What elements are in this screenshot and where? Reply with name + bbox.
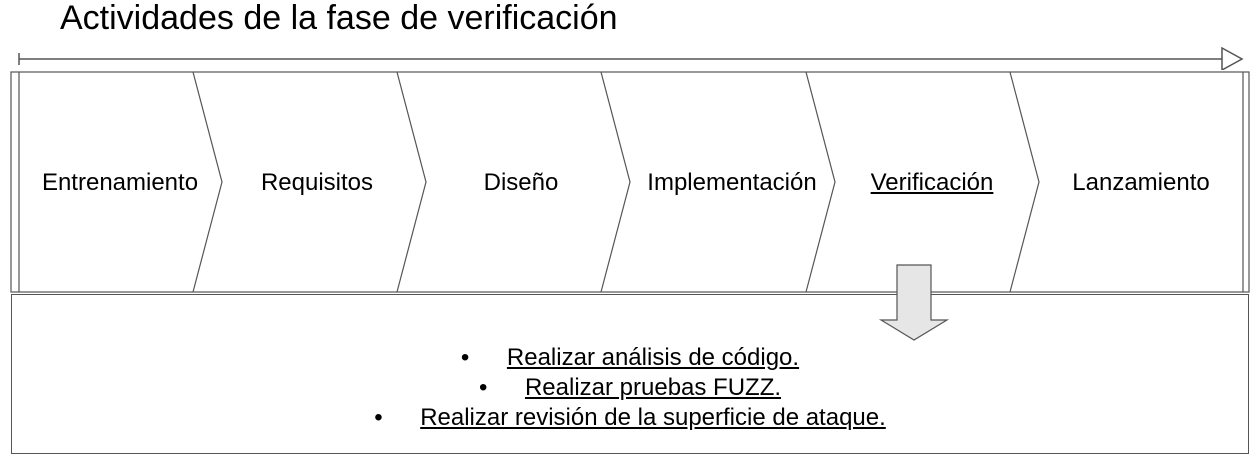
down-arrow-icon	[878, 264, 950, 341]
phase-verificacion: Verificación	[870, 169, 994, 196]
timeline-arrow	[18, 46, 1244, 70]
activity-text: Realizar pruebas FUZZ.	[524, 374, 782, 401]
activity-text: Realizar análisis de código.	[506, 344, 800, 371]
activities-list: • Realizar análisis de código. • Realizar …	[12, 343, 1248, 433]
phase-requisitos: Requisitos	[260, 169, 374, 196]
chevron-divider-2	[396, 71, 427, 293]
chevron-divider-4	[805, 71, 836, 293]
chevron-divider-5	[1009, 71, 1040, 293]
phase-lanzamiento: Lanzamiento	[1072, 169, 1210, 196]
activities-box: • Realizar análisis de código. • Realizar …	[11, 294, 1249, 454]
activity-item: • Realizar análisis de código.	[12, 343, 1248, 373]
chevron-divider-1	[192, 71, 223, 293]
phase-entrenamiento: Entrenamiento	[41, 169, 199, 196]
phase-implementacion: Implementación	[647, 169, 817, 196]
bullet: •	[478, 374, 488, 401]
activity-item: • Realizar revisión de la superficie de a…	[12, 403, 1248, 433]
bullet: •	[374, 404, 383, 431]
phase-diseno: Diseño	[483, 169, 559, 196]
bullet: •	[460, 344, 470, 371]
activity-item: • Realizar pruebas FUZZ.	[12, 373, 1248, 403]
activity-text: Realizar revisión de la superficie de at…	[420, 404, 886, 431]
diagram-title: Actividades de la fase de verificación	[60, 0, 618, 37]
chevron-divider-3	[600, 71, 631, 293]
phases-band	[10, 71, 1250, 293]
